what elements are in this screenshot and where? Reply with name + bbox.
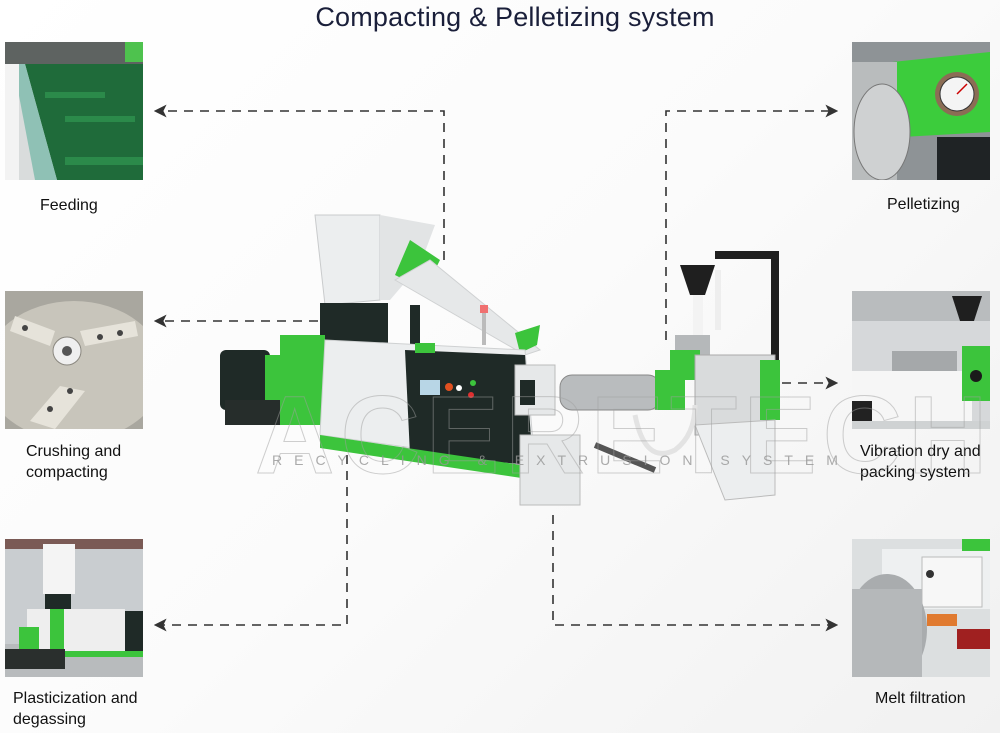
page-title: Compacting & Pelletizing system: [315, 2, 715, 32]
arrow-feeding: [153, 104, 445, 260]
crusher-blade-image: [5, 291, 143, 429]
screen-changer-image: [852, 539, 990, 677]
pressure-gauge-image: [852, 42, 990, 180]
plasticization-label: Plasticization and degassing: [13, 690, 138, 728]
melt-filtration-label: Melt filtration: [875, 690, 966, 707]
watermark-tagline: RECYCLING & EXTRUSION SYSTEM: [272, 452, 850, 468]
watermark-brand: ACERETECH: [255, 374, 994, 498]
extruder-line-image: [5, 539, 143, 677]
central-machine-image: [220, 214, 780, 506]
vibration-label: Vibration dry and packing system: [860, 443, 981, 481]
pelletizing-photo: [852, 42, 990, 180]
conveyor-belt-image: [5, 42, 143, 180]
feeding-photo: [5, 42, 143, 180]
vibration-dryer-image: [852, 291, 990, 429]
feeding-label: Feeding: [40, 197, 98, 214]
pelletizing-label: Pelletizing: [887, 196, 960, 213]
arrow-melt: [552, 515, 839, 632]
arrow-plasticization: [153, 455, 348, 632]
melt-filtration-photo: [852, 539, 990, 677]
vibration-photo: [852, 291, 990, 429]
arrow-pelletizing: [665, 104, 839, 340]
crushing-photo: [5, 291, 143, 429]
plasticization-photo: [5, 539, 143, 677]
crushing-label: Crushing and compacting: [26, 443, 122, 481]
